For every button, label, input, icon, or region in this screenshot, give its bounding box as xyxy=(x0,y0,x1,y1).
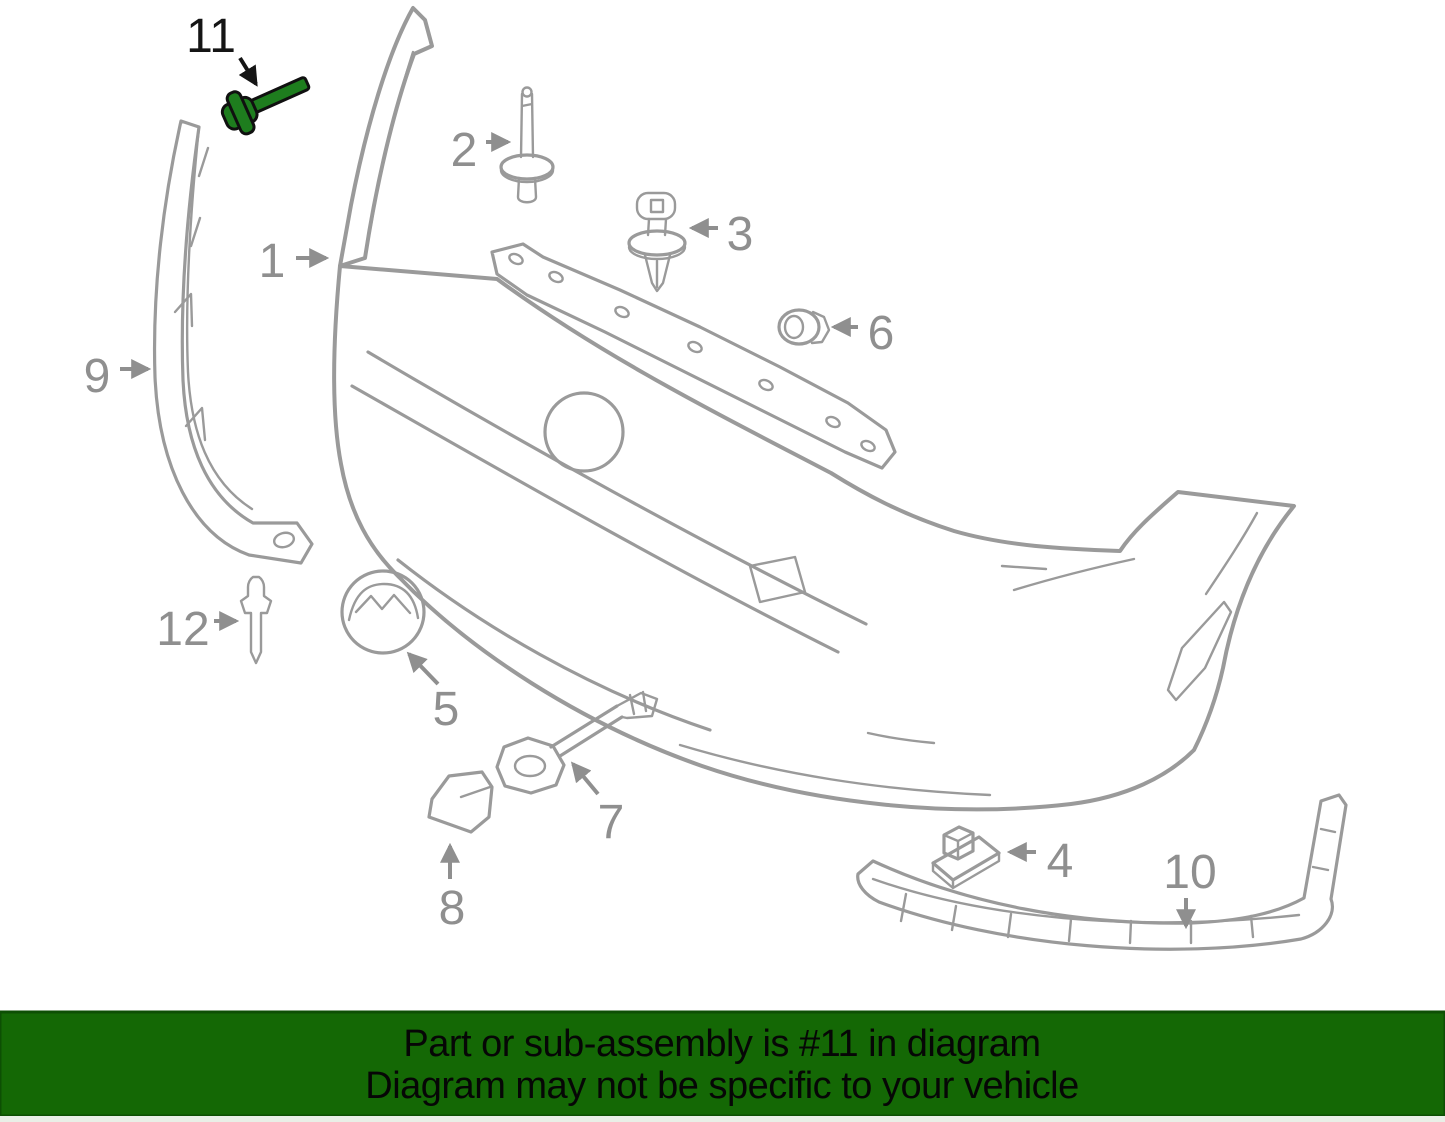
part-label-9: 9 xyxy=(84,350,111,403)
part-emblem-drawing xyxy=(340,569,426,655)
part-label-2: 2 xyxy=(451,124,478,177)
callout-11-highlighted: 11 xyxy=(186,10,258,87)
part-lower-trim-drawing xyxy=(856,793,1348,951)
part-label-7: 7 xyxy=(598,796,625,849)
callout-4: 4 xyxy=(1006,835,1074,888)
part-label-8: 8 xyxy=(439,882,466,935)
part-bumper-cover-drawing xyxy=(332,6,1296,812)
banner-line-1: Part or sub-assembly is #11 in diagram xyxy=(403,1023,1040,1065)
callout-6: 6 xyxy=(830,307,895,360)
part-cover-drawing xyxy=(427,770,494,834)
banner-line-2: Diagram may not be specific to your vehi… xyxy=(365,1065,1079,1107)
part-push-pin-drawing xyxy=(239,575,273,665)
part-label-6: 6 xyxy=(868,307,895,360)
callout-2: 2 xyxy=(451,124,512,177)
callout-arrow-5 xyxy=(406,651,440,686)
part-label-5: 5 xyxy=(433,683,460,736)
part-highlighted-screw-drawing xyxy=(220,76,311,136)
callout-1: 1 xyxy=(259,235,330,288)
part-upper-flange-drawing xyxy=(490,242,897,470)
banner-bottom-strip xyxy=(0,1116,1445,1122)
part-tow-hook-drawing xyxy=(495,690,659,795)
part-side-bracket-drawing xyxy=(152,119,314,565)
callout-arrow-7 xyxy=(570,761,600,796)
part-label-11: 11 xyxy=(186,10,236,63)
part-label-1: 1 xyxy=(259,235,286,288)
callout-8: 8 xyxy=(439,842,466,935)
callout-7: 7 xyxy=(570,761,625,849)
part-label-3: 3 xyxy=(727,208,754,261)
part-clip-drawing xyxy=(627,191,687,293)
part-flange-nut-drawing xyxy=(777,308,831,346)
callout-10: 10 xyxy=(1163,846,1217,930)
callout-arrow-11 xyxy=(238,56,258,87)
banner-background xyxy=(0,1010,1445,1118)
part-label-12: 12 xyxy=(156,603,209,656)
part-label-10: 10 xyxy=(1163,846,1216,899)
highlight-banner: Part or sub-assembly is #11 in diagram D… xyxy=(0,1010,1445,1122)
callout-12: 12 xyxy=(156,603,240,656)
part-label-4: 4 xyxy=(1047,835,1074,888)
callout-9: 9 xyxy=(84,350,152,403)
part-nut-retainer-drawing xyxy=(931,825,1001,890)
callout-3: 3 xyxy=(688,208,754,261)
callout-5: 5 xyxy=(406,651,460,736)
part-rivet-drawing xyxy=(499,86,555,204)
